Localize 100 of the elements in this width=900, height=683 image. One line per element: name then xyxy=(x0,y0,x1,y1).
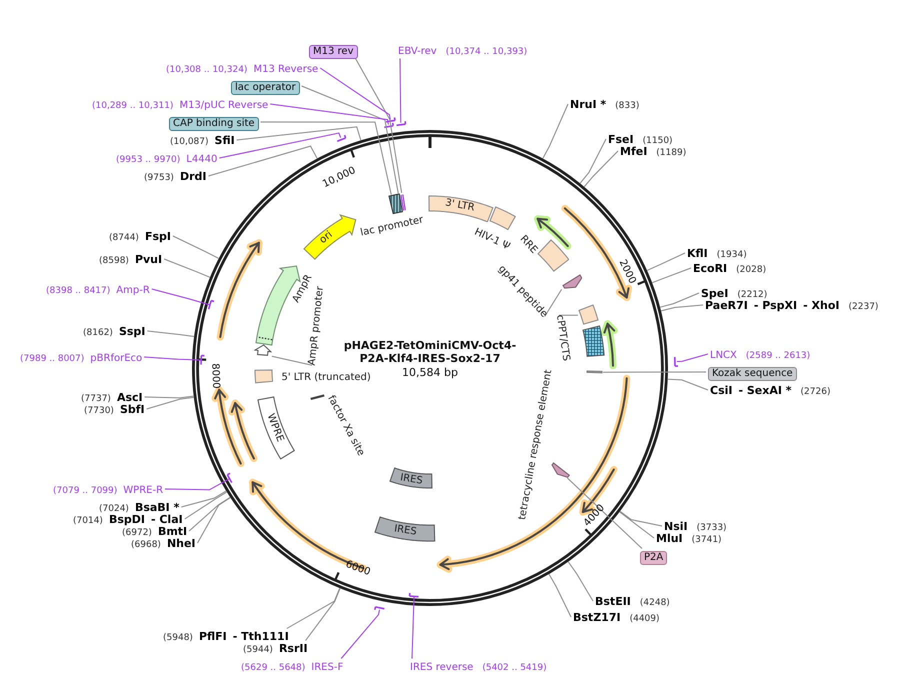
cut-site-position: (7024) xyxy=(99,504,129,514)
enzyme-name: KflI xyxy=(687,246,708,260)
leader-line xyxy=(584,150,618,188)
primer-range: (10,289 .. 10,311) xyxy=(92,100,174,110)
primer-name: M13 Reverse xyxy=(253,64,318,74)
feature-label: P2A xyxy=(640,550,668,564)
leader-line xyxy=(286,588,340,629)
primer-range: (10,374 .. 10,393) xyxy=(446,46,528,56)
primer-name: L4440 xyxy=(186,154,218,164)
leader-line xyxy=(164,258,210,278)
leader-line xyxy=(144,396,194,398)
leader-line xyxy=(208,146,318,176)
leader-line xyxy=(340,609,380,659)
enzyme-name: - SexAI * xyxy=(738,384,792,396)
cut-site-position: (4409) xyxy=(630,614,660,624)
leader-line xyxy=(197,497,231,544)
leader-line xyxy=(144,356,202,360)
leader-line xyxy=(260,122,392,196)
feature-label: ori xyxy=(318,229,336,247)
cut-site-position: (5944) xyxy=(243,644,273,654)
primer-name: EBV-rev xyxy=(398,46,437,56)
leader-line xyxy=(646,252,686,271)
feature-box xyxy=(388,192,406,214)
primer-name: pBRforEco xyxy=(90,352,142,364)
feature-label: Kozak sequence xyxy=(708,366,797,380)
leader-line xyxy=(542,104,568,159)
leader-line xyxy=(301,86,399,194)
feature-box xyxy=(536,239,570,273)
leader-line xyxy=(270,104,389,126)
leader-line xyxy=(660,292,700,308)
enzyme-name: NruI * xyxy=(570,98,606,110)
cut-site-position: (7014) xyxy=(73,516,103,526)
leader-line xyxy=(652,268,692,284)
enzyme-name: FseI xyxy=(608,132,634,146)
directional-feature xyxy=(254,344,272,356)
primer-name: M13/pUC Reverse xyxy=(179,100,268,110)
cut-site-position: (9753) xyxy=(144,172,174,182)
feature-label: IRES xyxy=(393,524,418,539)
leader-line xyxy=(667,378,708,390)
leader-line xyxy=(602,372,706,373)
feature-label: 5' LTR (truncated) xyxy=(282,372,371,384)
cut-site-position: (1934) xyxy=(716,250,747,260)
leader-line xyxy=(184,492,228,520)
cut-site-position: (1150) xyxy=(642,136,673,146)
leader-line xyxy=(271,356,313,366)
feature-box xyxy=(582,325,606,358)
leader-line xyxy=(566,478,642,549)
enzyme-name: BsaBI * xyxy=(134,500,180,514)
enzyme-name: AscI xyxy=(116,390,143,404)
cut-site-position: (1189) xyxy=(656,148,686,158)
cut-site-position: (2212) xyxy=(737,290,768,300)
feature-label: M13 rev xyxy=(309,44,358,58)
leader-line xyxy=(218,132,342,158)
enzyme-name: FspI xyxy=(144,230,171,242)
cut-site-position: (3741) xyxy=(692,534,722,544)
feature-bar xyxy=(310,394,326,400)
enzyme-name: - PspXI xyxy=(754,298,798,312)
leader-line xyxy=(580,138,606,184)
feature-box xyxy=(578,304,599,326)
cut-site-position: (6968) xyxy=(131,540,161,550)
enzyme-name: SfiI xyxy=(214,134,235,146)
feature-label: IRES xyxy=(400,472,424,488)
primer-range: (7079 .. 7099) xyxy=(53,486,118,496)
leader-line xyxy=(180,490,227,508)
feature-label: cPPT/CTS xyxy=(553,314,572,362)
enzyme-name: SpeI xyxy=(701,286,728,300)
enzyme-name: - Tth111I xyxy=(232,630,289,642)
leader-line xyxy=(400,58,402,124)
leader-line xyxy=(172,236,220,259)
primer-range: (5629 .. 5648) xyxy=(241,662,306,672)
primer-name: IRES reverse xyxy=(410,662,474,672)
primer-name: Amp-R xyxy=(116,284,150,296)
enzyme-name: CsiI xyxy=(710,384,732,396)
enzyme-name: SbfI xyxy=(120,402,145,416)
enzyme-name: SspI xyxy=(118,324,146,338)
cut-site-position: (2726) xyxy=(800,386,830,396)
feature-label: lac operator xyxy=(231,80,300,94)
cut-site-position: (2237) xyxy=(848,302,878,312)
feature-label: HIV-1 Ψ xyxy=(472,226,512,254)
enzyme-name: BstEII xyxy=(595,594,631,608)
enzyme-name: - ClaI xyxy=(150,512,183,526)
enzyme-name: PflFI xyxy=(198,630,227,642)
primer-range: (9953 .. 9970) xyxy=(116,154,180,164)
tick-label: 8000 xyxy=(208,362,221,388)
leader-line xyxy=(660,304,704,312)
leader-line xyxy=(355,58,402,194)
leader-line xyxy=(548,574,572,618)
enzyme-name: - XhoI xyxy=(803,298,840,312)
plasmid-name: pHAGE2-TetOminiCMV-Oct4-P2A-Klf4-IRES-Sox2-17 xyxy=(343,339,517,365)
directional-feature xyxy=(551,462,570,478)
tick-label: 2000 xyxy=(616,258,638,286)
leader-line xyxy=(320,68,391,120)
enzyme-name: BspDI xyxy=(108,512,145,526)
primer-range: (5402 .. 5419) xyxy=(482,662,547,672)
primer-range: (2589 .. 2613) xyxy=(746,350,810,360)
leader-line xyxy=(558,314,578,316)
cut-site-position: (10,087) xyxy=(170,136,209,146)
leader-line xyxy=(620,510,662,526)
leader-line xyxy=(412,596,415,659)
enzyme-name: NheI xyxy=(166,536,196,550)
